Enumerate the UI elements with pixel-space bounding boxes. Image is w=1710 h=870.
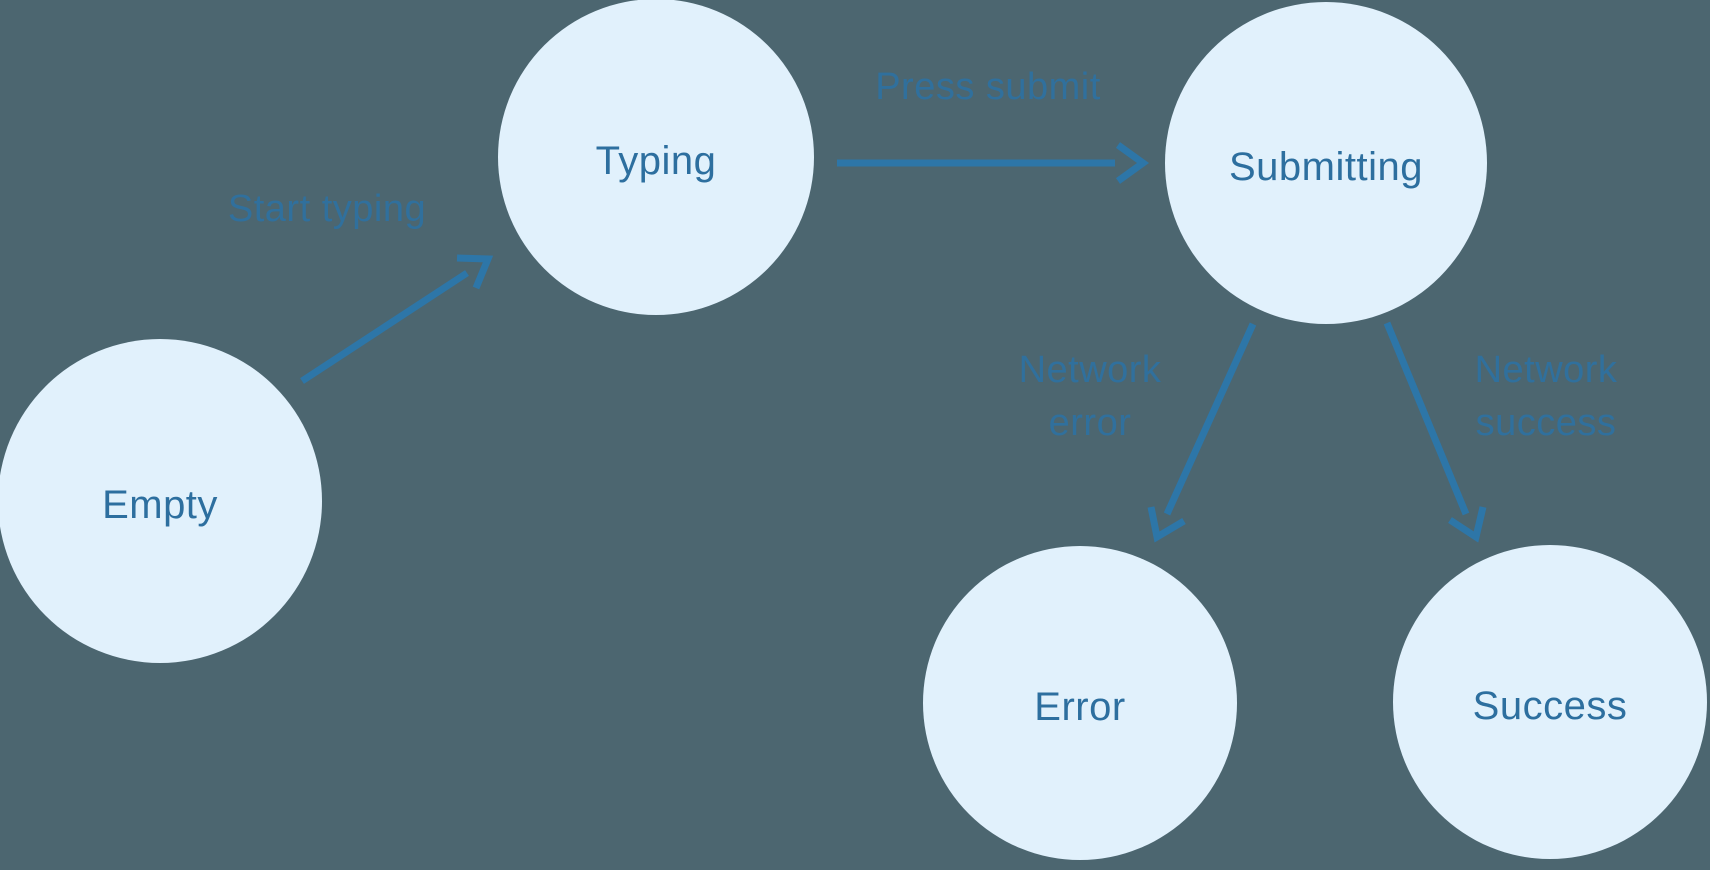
state-node-label: Error (1034, 684, 1126, 729)
edge-label-press-submit: Press submit (875, 66, 1101, 108)
state-node-empty: Empty (0, 339, 322, 663)
state-node-label: Submitting (1229, 144, 1423, 189)
state-node-label: Empty (102, 482, 218, 527)
edge-label-network-success: Network success (1474, 349, 1618, 444)
state-node-typing: Typing (498, 0, 814, 315)
edge-label-start-typing: Start typing (227, 188, 427, 230)
state-node-error: Error (923, 546, 1237, 860)
state-node-label: Typing (595, 138, 717, 183)
edge-label-network-error: Network error (1018, 349, 1162, 444)
state-node-success: Success (1393, 545, 1707, 859)
edge-arrow-typing-submitting (837, 142, 1149, 184)
state-node-label: Success (1472, 683, 1628, 728)
state-node-submitting: Submitting (1165, 2, 1487, 324)
edge-arrow-empty-typing (300, 254, 494, 384)
